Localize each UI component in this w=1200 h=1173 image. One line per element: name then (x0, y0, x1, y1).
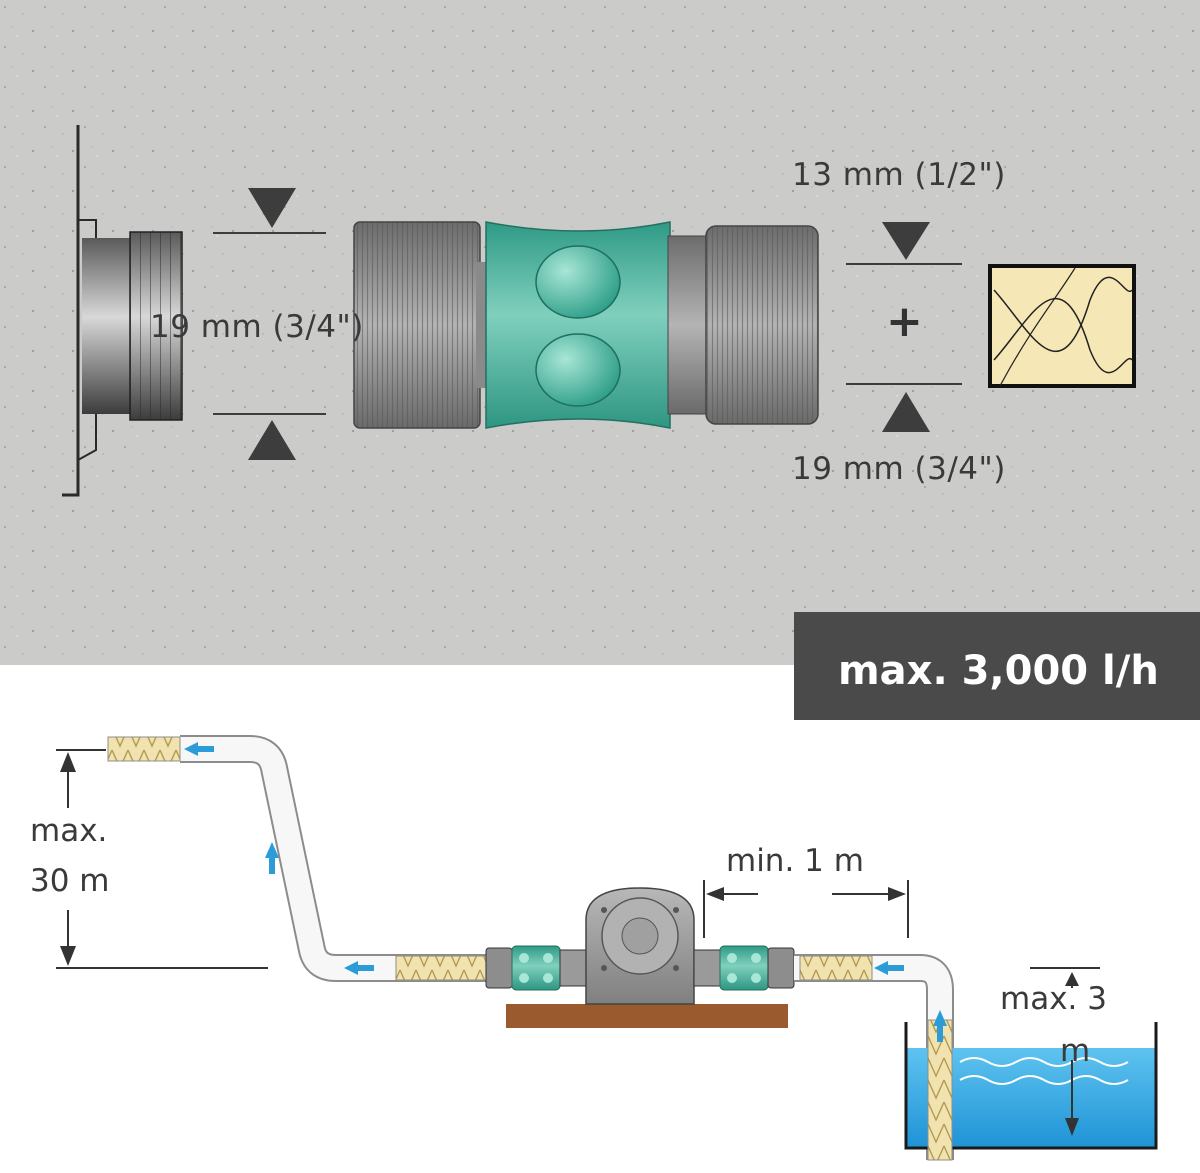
min-distance-label: min. 1 m (726, 843, 864, 879)
max-depth-label-line2: m (1060, 1033, 1091, 1069)
right-top-size-label: 13 mm (1/2") (792, 157, 1006, 193)
hose-section-icon (988, 264, 1136, 388)
tap-thread-icon (62, 125, 183, 497)
flow-rate-label: max. 3,000 l/h (838, 648, 1159, 694)
right-dimension-markers (846, 222, 962, 432)
left-dimension-markers (213, 188, 326, 460)
flow-rate-badge: max. 3,000 l/h (794, 612, 1200, 720)
max-height-label-line1: max. (30, 813, 108, 849)
discharge-hose (180, 735, 486, 982)
hose-connector-icon (353, 221, 819, 429)
plus-sign: + (886, 296, 923, 347)
max-height-label-line2: 30 m (30, 863, 110, 899)
left-size-label: 19 mm (3/4") (150, 309, 364, 345)
right-bottom-size-label: 19 mm (3/4") (792, 451, 1006, 487)
installation-diagram (56, 735, 1158, 1161)
max-depth-label-line1: max. 3 (1000, 981, 1107, 1017)
